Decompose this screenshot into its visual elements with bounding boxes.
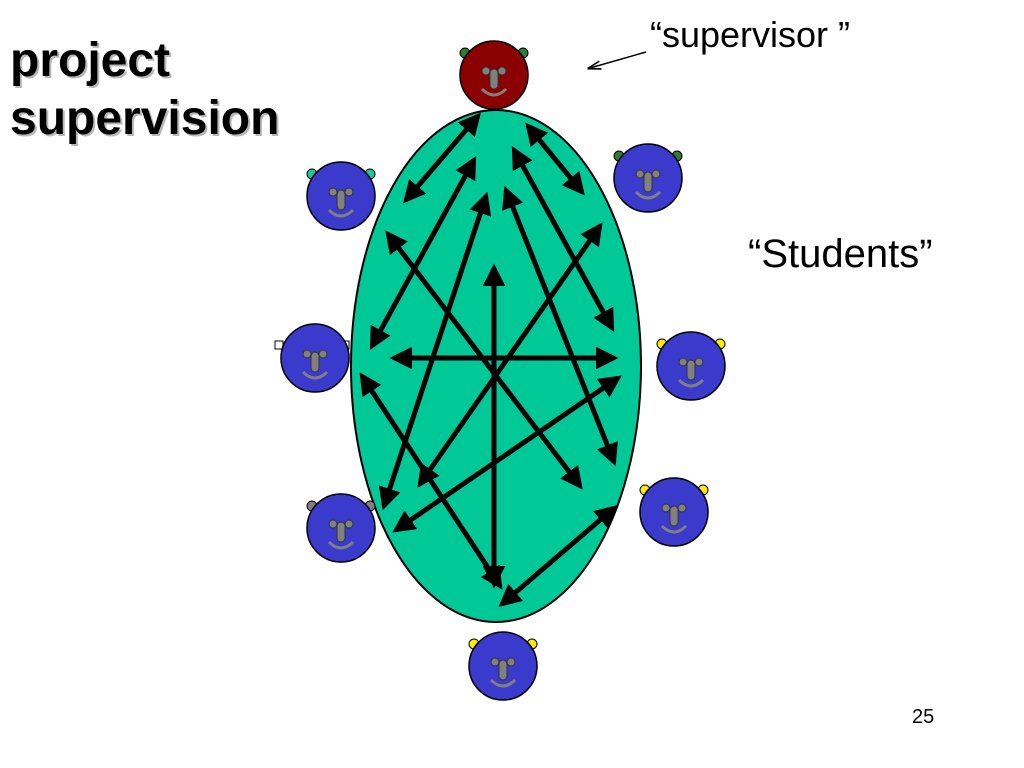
student-face-icon-1 xyxy=(306,161,376,231)
student-face-icon-4 xyxy=(656,331,726,401)
arrow-12 xyxy=(392,375,622,533)
supervisor-pointer-arrow xyxy=(590,51,647,68)
title-line-1: project xyxy=(10,34,171,87)
title-line-2: supervision xyxy=(10,91,280,145)
student-face-icon-7 xyxy=(468,631,538,701)
student-face-icon-6 xyxy=(639,477,709,547)
student-face-icon-5 xyxy=(306,493,376,563)
interaction-arrows xyxy=(359,112,622,607)
students-label: “Students” xyxy=(748,232,933,276)
student-face-icon-2 xyxy=(613,143,683,213)
arrow-13 xyxy=(498,505,618,607)
slide-title: project supervision xyxy=(10,32,279,147)
page-number: 25 xyxy=(912,706,935,728)
student-face-icon-3 xyxy=(274,323,350,393)
supervisor-face-icon xyxy=(459,40,529,110)
supervisor-label: “supervisor ” xyxy=(650,14,851,55)
